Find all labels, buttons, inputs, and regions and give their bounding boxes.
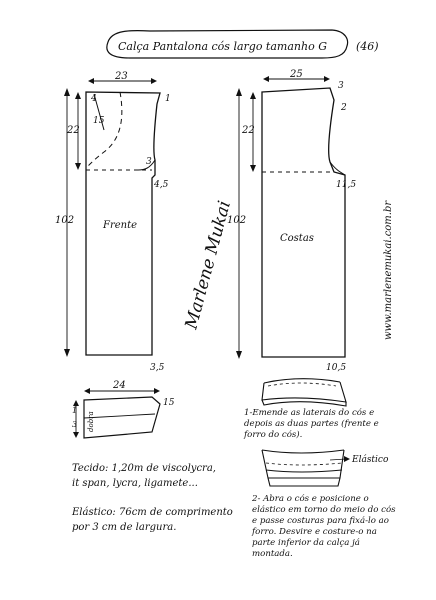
waistband-fold-label: dobra xyxy=(87,411,95,432)
front-dart-a-label: 4 xyxy=(90,94,97,104)
back-length-label: 102 xyxy=(227,215,246,226)
back-width-label: 25 xyxy=(289,69,303,80)
elastic-pointer-line xyxy=(329,458,347,461)
front-width-label: 23 xyxy=(114,71,128,82)
front-crotch-step-label: 3 xyxy=(146,157,152,167)
step1-waistband-sketch xyxy=(261,378,347,407)
title-outline xyxy=(106,29,349,59)
signature: Marlene Mukai xyxy=(181,199,235,332)
back-hem-ext-label: 10,5 xyxy=(326,363,346,373)
elastic-stitch-line xyxy=(265,462,343,466)
waistband-fold-line xyxy=(83,413,156,419)
step1-seam-line xyxy=(267,382,337,387)
elastic-line-1: Elástico: 76cm de comprimento xyxy=(72,507,233,518)
waistband-piece xyxy=(83,396,161,439)
front-piece-label: Frente xyxy=(102,220,137,231)
step-2-text: 2- Abra o cós e posicione o elástico em … xyxy=(252,494,396,559)
step2-elastic-sketch xyxy=(261,449,345,487)
website-url: www.marlenemukai.com.br xyxy=(383,200,394,340)
front-pattern-piece xyxy=(85,91,161,356)
back-piece-label: Costas xyxy=(280,233,314,244)
fabric-line-2: it span, lycra, ligamete... xyxy=(72,478,198,489)
front-pocket-line xyxy=(93,93,105,131)
page-title: Calça Pantalona cós largo tamanho G xyxy=(118,40,327,53)
front-waist-rise-label: 1 xyxy=(165,94,171,104)
back-waist-rise-label: 3 xyxy=(338,81,344,91)
front-dart-line xyxy=(85,91,123,169)
back-crotch-curve xyxy=(329,161,346,176)
elastic-line-2: por 3 cm de largura. xyxy=(72,522,177,533)
back-crotch-label: 22 xyxy=(241,125,255,136)
back-crotch-ext-label: 11,5 xyxy=(336,180,356,190)
step-1-text: 1-Emende as laterais do cós e depois as … xyxy=(244,408,379,440)
waistband-height-label: 15 xyxy=(163,398,175,408)
waistband-width-label: 24 xyxy=(112,380,126,391)
back-pattern-piece xyxy=(261,87,346,358)
elastic-label: Elástico xyxy=(351,454,389,465)
size-number: (46) xyxy=(356,40,379,53)
back-waist-side-label: 2 xyxy=(340,103,347,113)
front-length-label: 102 xyxy=(55,215,74,226)
front-dart-b-label: 15 xyxy=(93,116,105,126)
waistband-side-a-label: 1 xyxy=(72,406,77,415)
front-crotch-ext-label: 4,5 xyxy=(153,180,169,190)
front-crotch-curve xyxy=(137,159,156,171)
fabric-line-1: Tecido: 1,20m de viscolycra, xyxy=(72,463,216,474)
front-crotch-label: 22 xyxy=(66,125,80,136)
front-hem-ext-label: 3,5 xyxy=(150,363,165,373)
waistband-side-b-label: 3 xyxy=(72,420,77,429)
